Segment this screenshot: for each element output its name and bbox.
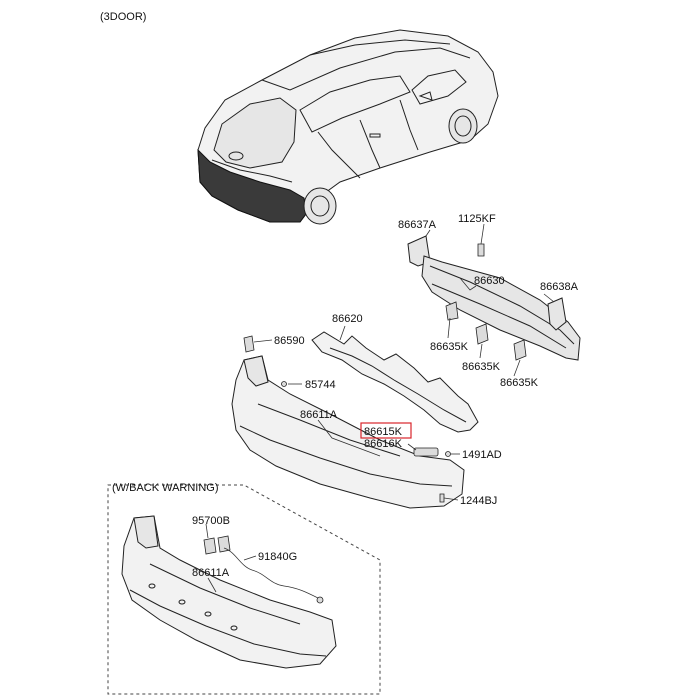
leader-lines [205,223,555,593]
label-86635k-2[interactable]: 86635K [462,361,501,373]
sensor-95700b [203,537,217,555]
label-1491ad[interactable]: 1491AD [462,449,502,461]
label-91840g[interactable]: 91840G [258,551,297,563]
clip-86635k-2 [475,323,489,345]
label-86615k[interactable]: 86615K [364,426,403,438]
label-86620[interactable]: 86620 [332,313,363,325]
bracket-right [547,297,567,331]
label-85744[interactable]: 85744 [305,379,336,391]
label-86637a[interactable]: 86637A [398,219,437,231]
screw-1244bj [439,493,445,503]
label-86590[interactable]: 86590 [274,335,305,347]
bolt-1125kf [477,243,485,257]
wiring-91840g [223,547,319,599]
label-86611a-2[interactable]: 86611A [192,567,230,579]
label-86616k[interactable]: 86616K [364,438,403,450]
label-86635k-1[interactable]: 86635K [430,341,469,353]
label-1244bj[interactable]: 1244BJ [460,495,497,507]
label-86630[interactable]: 86630 [474,275,505,287]
reflector-86615k [413,447,439,457]
variant-label: (3DOOR) [100,11,146,23]
clip-86635k-3 [513,339,527,361]
screw-1491ad [445,451,451,457]
clip-86635k-1 [445,301,459,321]
group-label: (W/BACK WARNING) [112,482,219,494]
part-labels: 86637A 1125KF 86630 86638A 86620 86590 8… [192,213,579,579]
car-illustration [197,29,499,225]
back-warning-group [107,484,381,695]
clip-85744 [281,381,287,387]
label-86611a[interactable]: 86611A [300,409,338,421]
bumper-cover-warning [121,515,337,669]
label-95700b[interactable]: 95700B [192,515,230,527]
label-86638a[interactable]: 86638A [540,281,579,293]
bumper-beam [421,255,581,361]
clip-86590 [243,335,255,353]
bumper-beam-group [407,235,581,361]
label-86635k-3[interactable]: 86635K [500,377,539,389]
highlight-box-86615k [360,422,412,439]
label-1125kf[interactable]: 1125KF [458,213,496,225]
bumper-cover-main [231,335,465,509]
